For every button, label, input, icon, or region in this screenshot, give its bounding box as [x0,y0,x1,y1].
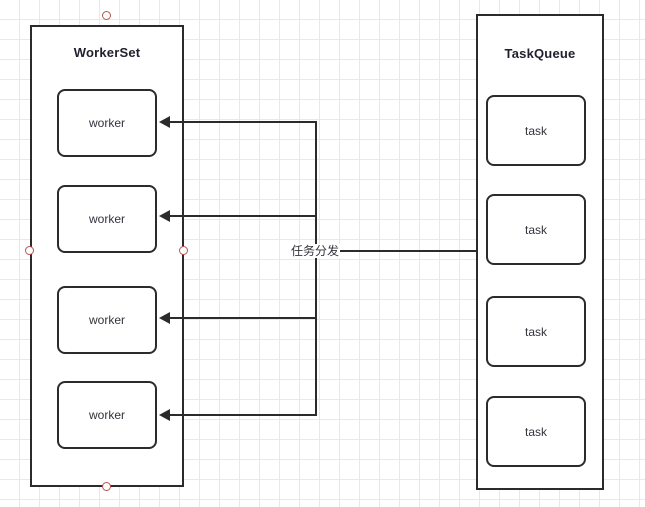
task-node-1[interactable]: task [486,95,586,166]
edge-taskqueue-to-trunk [316,250,477,252]
worker-node-label: worker [88,212,125,226]
edge-branch-worker-3 [170,317,316,319]
arrow-head-worker-3 [159,312,170,324]
arrow-head-worker-1 [159,116,170,128]
edge-branch-worker-2 [170,215,316,217]
edge-label-dispatch: 任务分发 [290,244,341,258]
task-node-label: task [524,424,547,439]
edge-branch-worker-4 [170,414,316,416]
task-queue-title: TaskQueue [504,46,576,61]
edge-branch-worker-1 [170,121,316,123]
worker-node-4[interactable]: worker [57,381,157,449]
worker-set-title: WorkerSet [73,45,141,60]
worker-node-label: worker [88,408,125,422]
worker-node-label: worker [88,116,125,130]
task-node-label: task [524,324,547,339]
worker-set-handle-top[interactable] [102,11,111,20]
worker-set-handle-left[interactable] [25,246,34,255]
task-node-3[interactable]: task [486,296,586,367]
arrow-head-worker-2 [159,210,170,222]
worker-set-handle-right[interactable] [179,246,188,255]
arrow-head-worker-4 [159,409,170,421]
worker-node-3[interactable]: worker [57,286,157,354]
edge-trunk-vertical [315,121,317,416]
worker-node-label: worker [88,313,125,327]
task-node-label: task [524,222,547,237]
worker-node-1[interactable]: worker [57,89,157,157]
task-node-4[interactable]: task [486,396,586,467]
worker-node-2[interactable]: worker [57,185,157,253]
task-node-label: task [524,123,547,138]
task-node-2[interactable]: task [486,194,586,265]
worker-set-handle-bottom[interactable] [102,482,111,491]
